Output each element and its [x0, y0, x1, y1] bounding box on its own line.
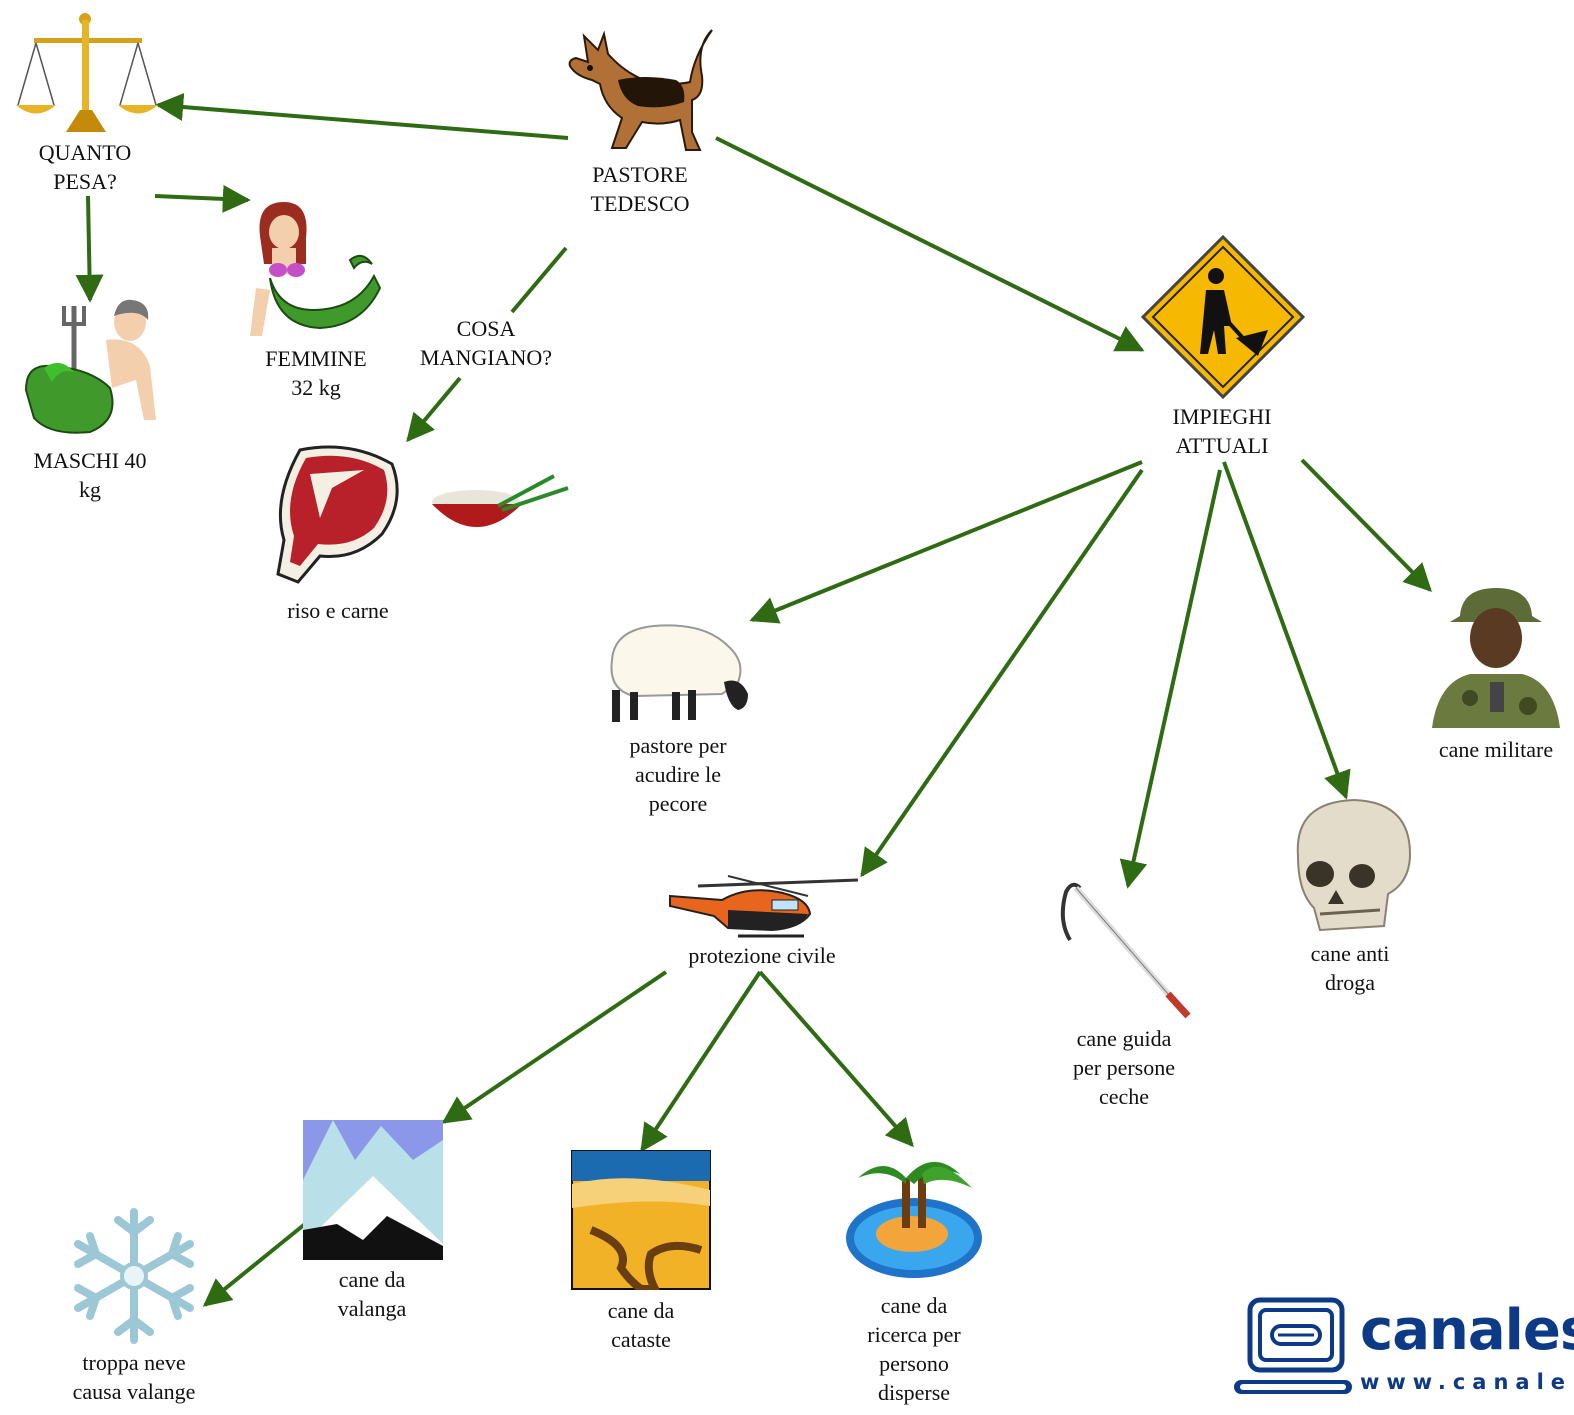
node-femmine: FEMMINE 32 kg — [265, 346, 367, 400]
arrow-protezione-cataste — [640, 970, 762, 1153]
node-impieghi-attuali: IMPIEGHI ATTUALI — [1172, 404, 1272, 458]
steak-icon — [276, 445, 399, 584]
palm-island-icon — [846, 1161, 982, 1278]
node-maschi: MASCHI 40 kg — [33, 448, 147, 502]
canales-logo: canales www.canale — [1232, 1296, 1574, 1415]
desert-canyon-icon — [571, 1150, 711, 1290]
arrow-impieghi-pecore — [749, 460, 1143, 624]
node-cane-anti-droga: cane anti droga — [1310, 941, 1390, 995]
node-pastore-pecore: pastore per acudire le pecore — [629, 733, 727, 816]
rice-bowl-icon — [432, 474, 569, 527]
arrow-quanto-femmine — [154, 184, 251, 213]
balance-scale-icon — [16, 13, 158, 132]
node-cane-guida: cane guida per persone ceche — [1072, 1026, 1175, 1109]
arrow-quanto-maschi — [75, 195, 104, 303]
construction-sign-icon — [1140, 234, 1306, 400]
node-cane-valanga: cane da valanga — [337, 1267, 407, 1321]
computer-logo-icon — [1234, 1297, 1352, 1394]
helicopter-icon — [669, 875, 859, 938]
arrow-impieghi-guida — [1119, 469, 1222, 889]
logo-url: www.canale — [1360, 1370, 1573, 1394]
arrow-pastore-cosa — [510, 246, 568, 314]
arrow-impieghi-protezione — [860, 468, 1144, 878]
arrow-impieghi-militare — [1300, 458, 1432, 592]
merman-trident-icon — [24, 299, 156, 434]
mermaid-icon — [250, 202, 382, 336]
white-cane-icon — [1060, 882, 1191, 1019]
arrow-valanga-neve — [202, 1222, 307, 1307]
node-cosa-mangiano: COSA MANGIANO? — [420, 316, 552, 370]
skull-icon — [1296, 798, 1412, 932]
node-cane-ricerca: cane da ricerca per persono disperse — [867, 1293, 961, 1405]
node-cane-cataste: cane da cataste — [607, 1298, 675, 1352]
node-quanto-pesa: QUANTO PESA? — [38, 140, 132, 194]
snowflake-icon — [74, 1208, 194, 1344]
arrow-pastore-quanto — [155, 93, 569, 140]
node-pastore-tedesco: PASTORE TEDESCO — [590, 162, 690, 216]
node-riso-carne: riso e carne — [287, 598, 389, 623]
logo-brand: canales — [1360, 1298, 1574, 1363]
snowy-mountain-icon — [303, 1120, 443, 1260]
arrow-cosa-riso — [406, 376, 462, 443]
arrow-protezione-valanga — [441, 970, 668, 1124]
arrow-impieghi-droga — [1222, 461, 1351, 800]
arrow-protezione-ricerca — [758, 970, 914, 1148]
arrow-pastore-impieghi — [715, 136, 1145, 352]
german-shepherd-dog-icon — [568, 29, 713, 151]
sheep-icon — [610, 624, 748, 722]
node-cane-militare: cane militare — [1438, 737, 1554, 762]
node-troppa-neve: troppa neve causa valange — [72, 1350, 196, 1404]
soldier-icon — [1432, 588, 1560, 728]
node-protezione-civile: protezione civile — [688, 943, 836, 968]
